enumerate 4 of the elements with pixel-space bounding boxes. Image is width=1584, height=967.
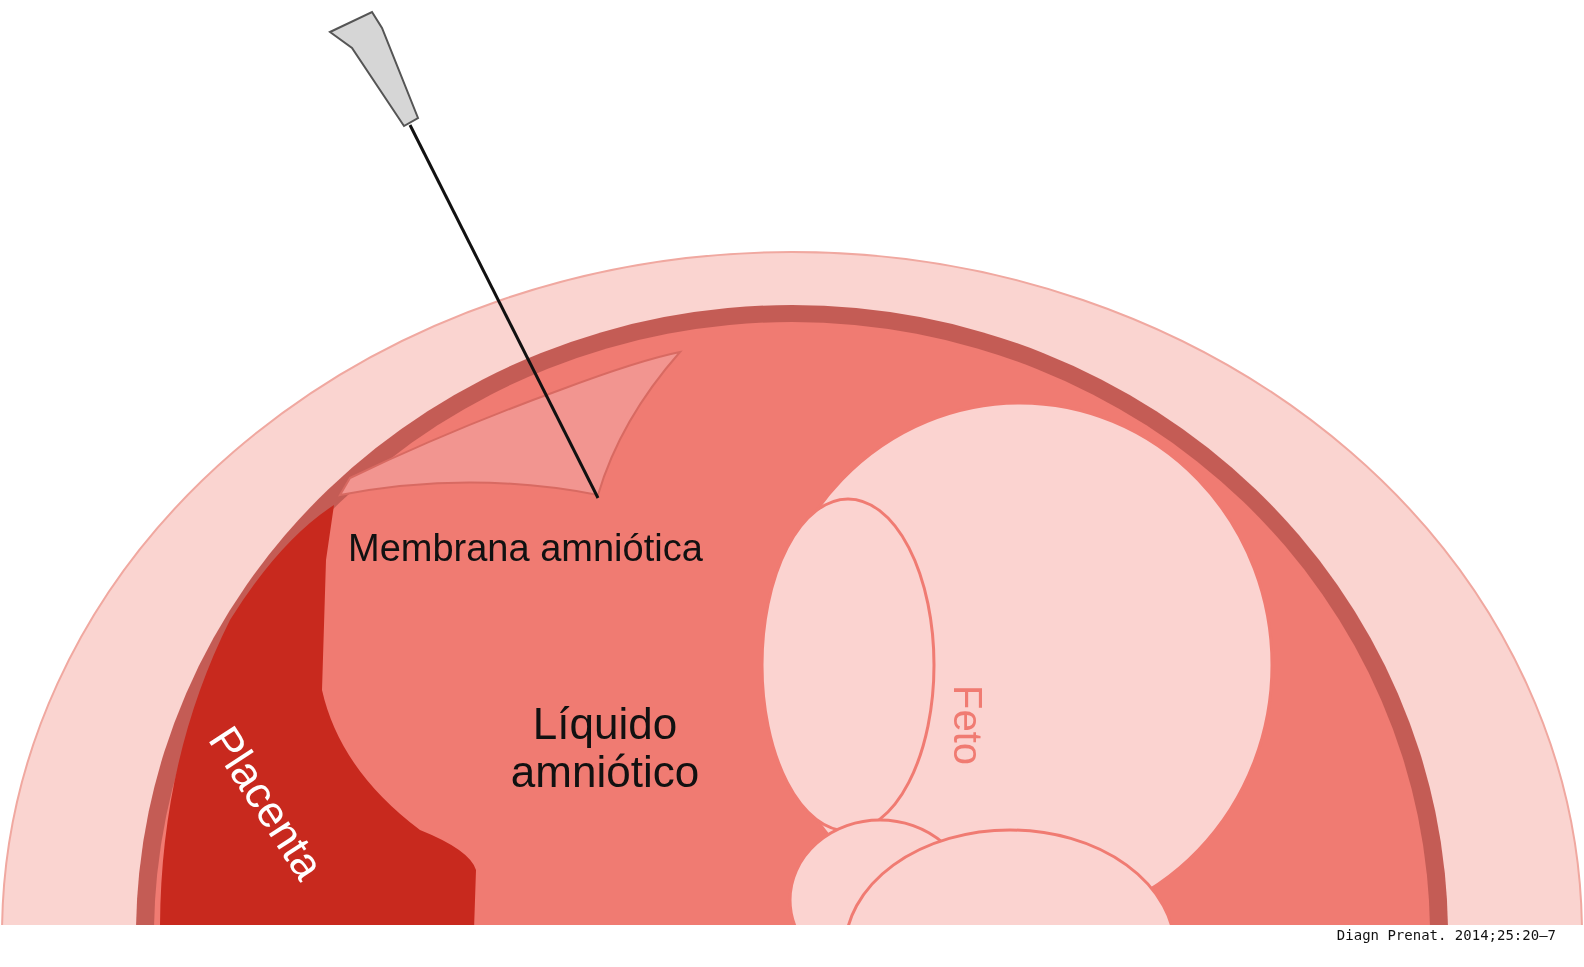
membrane-label: Membrana amniótica xyxy=(348,528,703,570)
fetus-label: Feto xyxy=(946,685,990,766)
fluid-label: Líquido amniótico xyxy=(509,700,701,797)
citation-caption: Diagn Prenat. 2014;25:20–7 xyxy=(1336,928,1556,944)
